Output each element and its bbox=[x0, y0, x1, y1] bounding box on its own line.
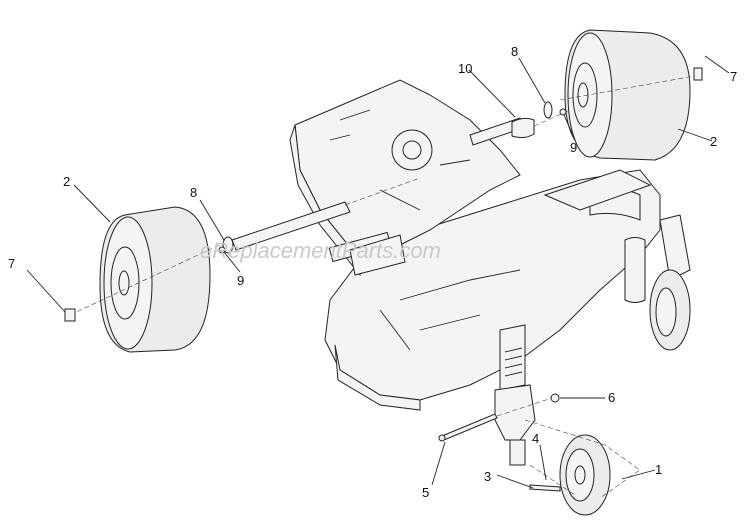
watermark-text: eReplacementParts.com bbox=[200, 238, 441, 263]
rear-tire-right bbox=[559, 29, 701, 161]
callout-9-left: 9 bbox=[237, 273, 244, 288]
callout-10: 10 bbox=[458, 61, 472, 76]
caster-assembly-right bbox=[624, 214, 691, 351]
mower-deck bbox=[324, 169, 661, 411]
rear-axles bbox=[231, 109, 571, 251]
callout-3: 3 bbox=[484, 469, 491, 484]
washers-and-clips bbox=[64, 67, 703, 322]
front-wheel bbox=[524, 419, 641, 516]
callout-8-right: 8 bbox=[511, 44, 518, 59]
caster-hardware bbox=[438, 393, 561, 492]
callout-2-right: 2 bbox=[710, 134, 717, 149]
callout-4: 4 bbox=[532, 431, 539, 446]
callout-7-left: 7 bbox=[8, 256, 15, 271]
leader-lines bbox=[26, 55, 730, 489]
callout-5: 5 bbox=[422, 485, 429, 500]
callout-6: 6 bbox=[608, 390, 615, 405]
rear-tire-left bbox=[69, 206, 231, 353]
caster-assembly-front bbox=[494, 324, 536, 466]
callout-9-right: 9 bbox=[570, 140, 577, 155]
callout-2-left: 2 bbox=[63, 174, 70, 189]
callout-1: 1 bbox=[655, 462, 662, 477]
callout-7-right: 7 bbox=[730, 69, 737, 84]
callout-8-left: 8 bbox=[190, 185, 197, 200]
